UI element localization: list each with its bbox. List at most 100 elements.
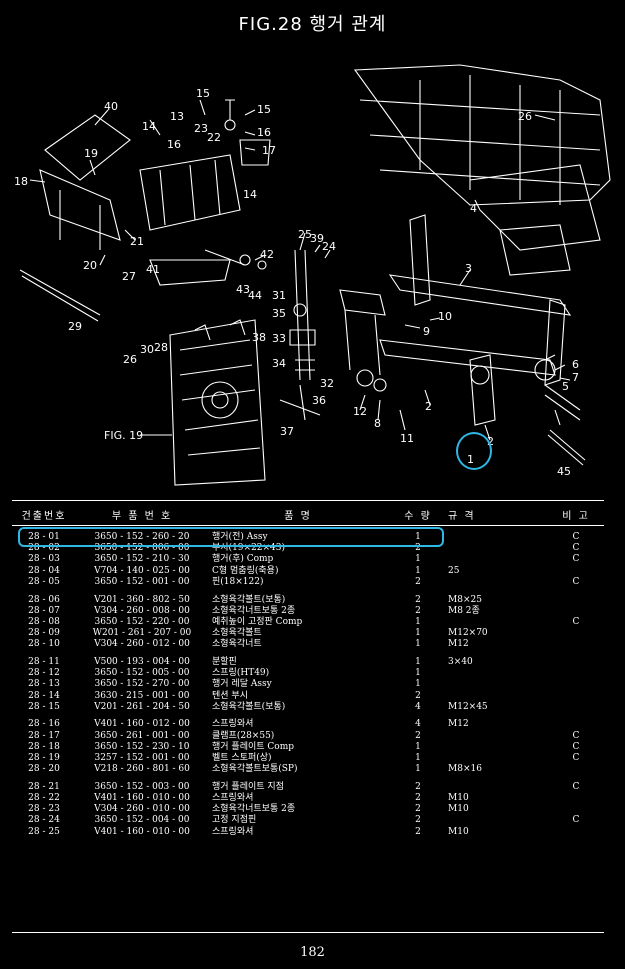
cell-spec: M10 (448, 826, 469, 837)
callout-40: 40 (104, 100, 118, 113)
callout-14b: 14 (243, 188, 257, 201)
cell-name: 고정 지점핀 (212, 815, 257, 826)
callout-16: 16 (167, 138, 181, 151)
cell-qty: 1 (415, 668, 421, 679)
cell-qty: 1 (415, 639, 421, 650)
callout-34: 34 (272, 357, 286, 370)
callout-3: 3 (465, 262, 472, 275)
cell-qty: 4 (415, 701, 421, 712)
callout-37: 37 (280, 425, 294, 438)
cell-name: 스프링와셔 (212, 719, 254, 730)
cell-name: 벨트 스토퍼(상) (212, 752, 272, 763)
callout-20: 20 (83, 259, 97, 272)
callout-15b: 15 (257, 103, 271, 116)
callout-31: 31 (272, 289, 286, 302)
header-note: 비 고 (562, 510, 590, 522)
cell-name: 소형육각너트 (212, 639, 262, 650)
cell-spec: M12×70 (448, 628, 488, 639)
cell-part: 3650 - 152 - 005 - 00 (94, 668, 190, 679)
cell-part: V218 - 260 - 801 - 60 (94, 764, 190, 775)
callout-29: 29 (68, 320, 82, 333)
callout-26: 26 (123, 353, 137, 366)
cell-note: C (572, 815, 580, 826)
cell-no: 28 - 25 (28, 826, 60, 837)
callout-25: 25 (298, 228, 312, 241)
cell-qty: 2 (415, 594, 421, 605)
cell-part: 3650 - 152 - 006 - 00 (94, 543, 190, 554)
callout-13: 13 (170, 110, 184, 123)
callout-7: 7 (572, 371, 579, 384)
callout-44: 44 (248, 289, 262, 302)
cell-qty: 1 (415, 741, 421, 752)
cell-qty: 1 (415, 565, 421, 576)
callout-4: 4 (470, 202, 477, 215)
cell-note: C (572, 752, 580, 763)
diagram-linework (19, 64, 611, 486)
cell-no: 28 - 01 (28, 532, 60, 543)
callout-45: 45 (557, 465, 571, 478)
cell-note: C (572, 616, 580, 627)
cell-no: 28 - 07 (28, 605, 60, 616)
cell-part: 3650 - 152 - 270 - 00 (94, 679, 190, 690)
cell-qty: 1 (415, 679, 421, 690)
cell-qty: 2 (415, 730, 421, 741)
callout-24: 24 (322, 240, 336, 253)
header-ref-no: 건출번호 (21, 510, 67, 522)
callout-42: 42 (260, 248, 274, 261)
cell-qty: 2 (415, 793, 421, 804)
callout-35: 35 (272, 307, 286, 320)
callout-2b: 2 (425, 400, 432, 413)
cell-qty: 2 (415, 605, 421, 616)
cell-no: 28 - 21 (28, 781, 60, 792)
cell-spec: M8 2종 (448, 605, 480, 616)
header-spec: 규 격 (448, 510, 476, 522)
cell-spec: M8×25 (448, 594, 482, 605)
cell-no: 28 - 06 (28, 594, 60, 605)
header-part-number: 부 품 번 호 (111, 510, 173, 522)
callout-27: 27 (122, 270, 136, 283)
cell-no: 28 - 23 (28, 804, 60, 815)
page-number: 182 (300, 945, 325, 960)
cell-no: 28 - 17 (28, 730, 60, 741)
callout-6: 6 (572, 358, 579, 371)
cell-qty: 1 (415, 628, 421, 639)
cell-part: 3650 - 152 - 260 - 20 (94, 532, 190, 543)
cell-note: C (572, 554, 580, 565)
table-header-row: 건출번호 부 품 번 호 품 명 수 량 규 격 비 고 (12, 503, 604, 526)
cell-no: 28 - 09 (28, 628, 60, 639)
cell-no: 28 - 10 (28, 639, 60, 650)
cell-name: 클램프(28×55) (212, 730, 275, 741)
callout-16b: 16 (257, 126, 271, 139)
cell-part: 3257 - 152 - 001 - 00 (94, 752, 190, 763)
cell-no: 28 - 16 (28, 719, 60, 730)
cell-note: C (572, 741, 580, 752)
callout-17: 17 (262, 144, 276, 157)
cell-qty: 2 (415, 815, 421, 826)
cell-name: 스프링(HT49) (212, 668, 270, 679)
cell-name: 소형육각너트보통 2종 (212, 804, 296, 815)
callout-22: 22 (207, 131, 221, 144)
cell-qty: 2 (415, 826, 421, 837)
cell-name: 소형육각볼트(보통) (212, 594, 286, 605)
cell-spec: M12 (448, 719, 469, 730)
cell-part: V704 - 140 - 025 - 00 (94, 565, 190, 576)
cell-name: 예취높이 고정판 Comp (212, 616, 303, 627)
cell-qty: 1 (415, 752, 421, 763)
header-quantity: 수 량 (404, 510, 432, 522)
cell-part: V401 - 160 - 010 - 00 (94, 793, 190, 804)
cell-spec: M8×16 (448, 764, 482, 775)
cell-part: 3630 - 215 - 001 - 00 (94, 690, 190, 701)
table-top-rule (12, 500, 604, 501)
cell-part: 3650 - 152 - 003 - 00 (94, 781, 190, 792)
